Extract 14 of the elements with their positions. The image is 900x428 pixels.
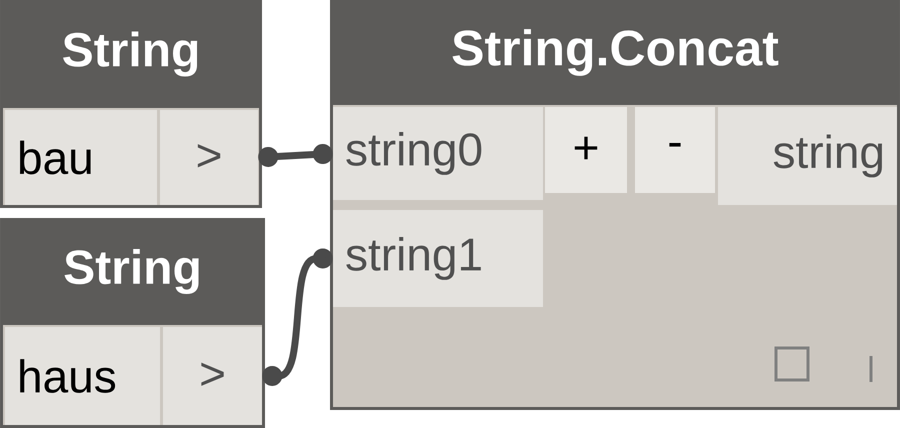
node-title: String [64,249,199,294]
value-field: haus [5,327,160,425]
value-field: bau [5,110,157,205]
remove-button: - [635,107,715,193]
input-port: string0 [333,107,543,200]
input-port: string1 [333,210,543,307]
connector-wire [258,144,333,167]
output-port: > [163,327,262,425]
connector-wire [262,248,333,386]
node-title: String [63,32,198,76]
add-button: + [545,107,627,193]
node-title: String.Concat [452,29,778,76]
output-port: > [160,110,258,205]
output-port: string [718,107,897,205]
